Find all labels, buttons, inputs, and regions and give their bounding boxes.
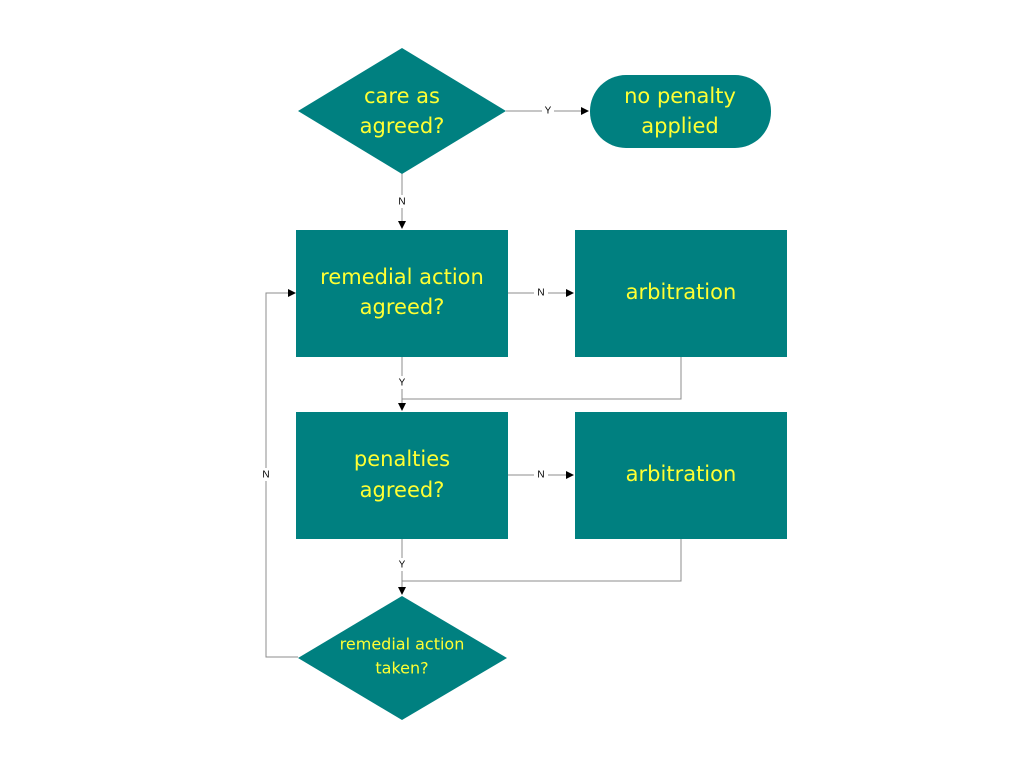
node-arbitration-1: arbitration	[575, 230, 787, 357]
edge-label-penalties-y: Y	[399, 560, 406, 571]
node-label-line2: applied	[641, 114, 718, 138]
node-penalties-agreed: penalties agreed?	[296, 412, 508, 539]
node-care-as-agreed: care as agreed?	[298, 48, 506, 174]
connectors	[265, 107, 682, 658]
process-shape	[575, 412, 787, 539]
edge-arbitration2-merge	[402, 538, 682, 582]
node-remedial-action-taken: remedial action taken?	[298, 596, 507, 720]
node-label-line2: agreed?	[360, 114, 445, 138]
node-label-line1: remedial action	[340, 635, 465, 654]
node-label-line1: remedial action	[320, 265, 484, 289]
edge-label-care-y: Y	[545, 106, 552, 117]
edge-arbitration1-merge	[402, 356, 682, 400]
edge-labels: Y N N Y N Y N	[259, 104, 554, 571]
process-shape	[575, 230, 787, 357]
diamond-shape	[298, 596, 507, 720]
edge-label-remedial-n: N	[537, 288, 544, 299]
node-label: arbitration	[626, 462, 737, 486]
node-label-line1: care as	[364, 84, 440, 108]
process-shape	[296, 230, 508, 357]
terminator-shape	[590, 75, 771, 148]
node-label-line2: agreed?	[360, 295, 445, 319]
node-label-line1: no penalty	[624, 84, 736, 108]
node-no-penalty-applied: no penalty applied	[590, 75, 771, 148]
edge-label-remedial-y: Y	[399, 378, 406, 389]
node-arbitration-2: arbitration	[575, 412, 787, 539]
diamond-shape	[298, 48, 506, 174]
edge-label-care-n: N	[398, 197, 405, 208]
process-shape	[296, 412, 508, 539]
node-label: arbitration	[626, 280, 737, 304]
node-label-line2: taken?	[375, 659, 428, 678]
node-label-line1: penalties	[354, 447, 450, 471]
node-label-line2: agreed?	[360, 478, 445, 502]
node-remedial-action-agreed: remedial action agreed?	[296, 230, 508, 357]
edge-label-taken-n: N	[262, 470, 269, 481]
edge-label-penalties-n: N	[537, 470, 544, 481]
